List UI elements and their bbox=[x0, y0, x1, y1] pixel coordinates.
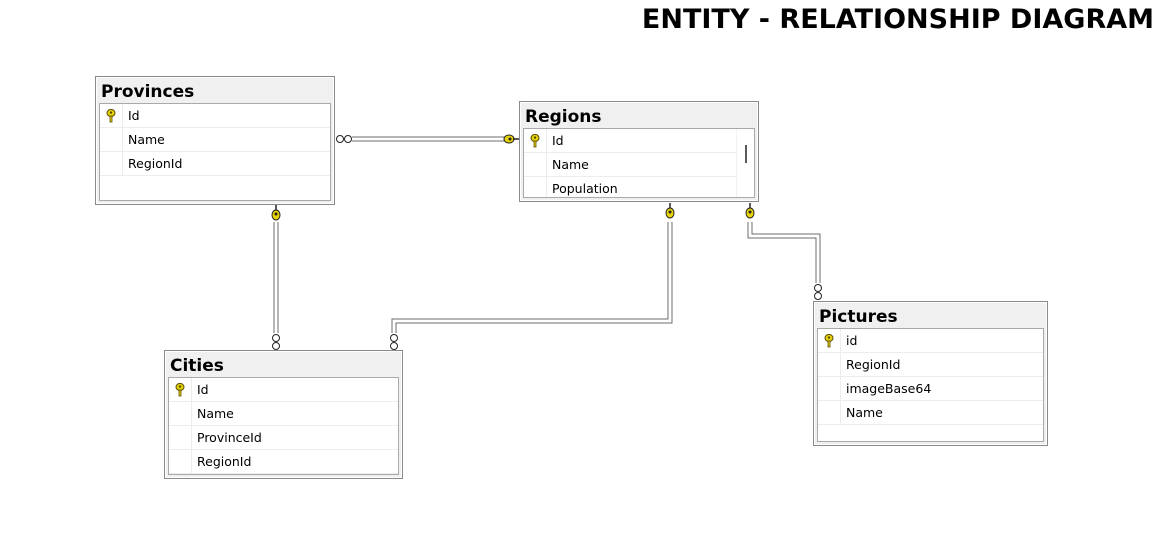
vertical-scrollbar[interactable] bbox=[736, 129, 754, 197]
page-title: ENTITY - RELATIONSHIP DIAGRAM bbox=[641, 4, 1154, 35]
rel-key-end bbox=[665, 207, 675, 219]
column-name: Id bbox=[128, 108, 140, 123]
table-name-regions: Regions bbox=[525, 107, 602, 127]
rel-pictures-regions[interactable] bbox=[745, 203, 822, 300]
rel-cities-regions[interactable] bbox=[390, 203, 675, 350]
rel-many-end bbox=[336, 135, 344, 143]
rel-key-end bbox=[503, 134, 515, 144]
column-name: imageBase64 bbox=[846, 381, 932, 396]
primary-key-icon bbox=[175, 383, 185, 397]
column-row[interactable]: RegionId bbox=[100, 152, 330, 176]
rel-provinces-regions[interactable] bbox=[336, 134, 520, 144]
table-provinces[interactable]: Provinces Id Name RegionId bbox=[95, 76, 335, 205]
column-grid: Id Name Population bbox=[523, 128, 755, 198]
scrollbar-thumb[interactable] bbox=[745, 145, 747, 163]
column-row[interactable]: Name bbox=[524, 153, 754, 177]
column-grid: id RegionId imageBase64 Name bbox=[817, 328, 1044, 442]
rel-many-end bbox=[344, 135, 352, 143]
column-name: RegionId bbox=[128, 156, 183, 171]
column-row[interactable]: Name bbox=[169, 402, 398, 426]
column-name: Name bbox=[552, 157, 589, 172]
rel-key-end bbox=[271, 209, 281, 221]
column-name: Id bbox=[197, 382, 209, 397]
column-row[interactable]: ProvinceId bbox=[169, 426, 398, 450]
table-cities[interactable]: Cities Id Name ProvinceId RegionId bbox=[164, 350, 403, 479]
column-name: ProvinceId bbox=[197, 430, 262, 445]
column-row[interactable]: RegionId bbox=[818, 353, 1043, 377]
table-name-provinces: Provinces bbox=[101, 82, 195, 102]
primary-key-icon bbox=[106, 109, 116, 123]
column-row[interactable]: Name bbox=[818, 401, 1043, 425]
rel-cities-provinces[interactable] bbox=[271, 205, 281, 350]
rel-key-end bbox=[745, 207, 755, 219]
table-name-cities: Cities bbox=[170, 356, 224, 376]
column-row[interactable]: Id bbox=[524, 129, 754, 153]
column-row[interactable]: RegionId bbox=[169, 450, 398, 474]
rel-many-end bbox=[390, 334, 398, 342]
column-row[interactable]: id bbox=[818, 329, 1043, 353]
column-name: Id bbox=[552, 133, 564, 148]
column-grid: Id Name RegionId bbox=[99, 103, 331, 201]
rel-many-end bbox=[272, 334, 280, 342]
rel-many-end bbox=[272, 342, 280, 350]
column-row[interactable]: Id bbox=[100, 104, 330, 128]
column-name: Name bbox=[846, 405, 883, 420]
rel-many-end bbox=[814, 284, 822, 292]
column-row[interactable]: Population bbox=[524, 177, 754, 197]
column-name: id bbox=[846, 333, 858, 348]
column-name: Population bbox=[552, 181, 618, 196]
column-row[interactable]: Id bbox=[169, 378, 398, 402]
column-name: Name bbox=[128, 132, 165, 147]
rel-many-end bbox=[390, 342, 398, 350]
column-grid: Id Name ProvinceId RegionId bbox=[168, 377, 399, 475]
column-name: RegionId bbox=[846, 357, 901, 372]
column-name: Name bbox=[197, 406, 234, 421]
primary-key-icon bbox=[530, 134, 540, 148]
table-name-pictures: Pictures bbox=[819, 307, 898, 327]
table-regions[interactable]: Regions Id Name Population bbox=[519, 101, 759, 202]
column-row[interactable]: Name bbox=[100, 128, 330, 152]
column-row[interactable]: imageBase64 bbox=[818, 377, 1043, 401]
rel-many-end bbox=[814, 292, 822, 300]
column-name: RegionId bbox=[197, 454, 252, 469]
table-pictures[interactable]: Pictures id RegionId imageBase64 Name bbox=[813, 301, 1048, 446]
primary-key-icon bbox=[824, 334, 834, 348]
